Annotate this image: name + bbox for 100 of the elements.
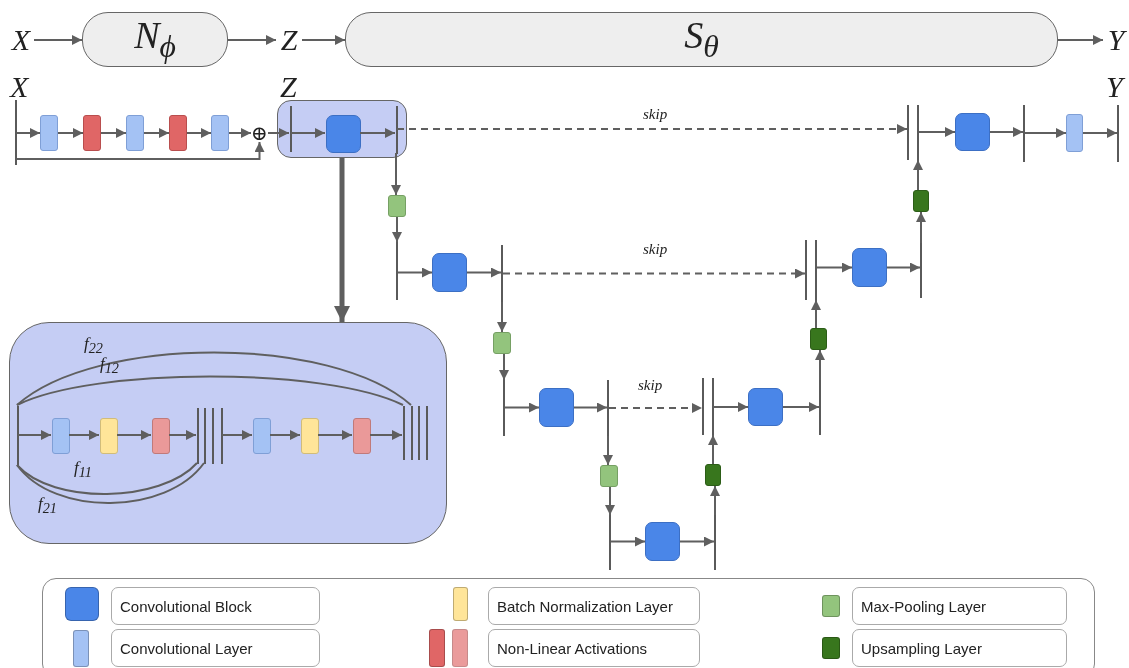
connector-curve xyxy=(16,462,198,495)
pooling-block xyxy=(388,195,406,217)
arrow xyxy=(916,211,926,244)
variable-label: Z xyxy=(276,22,302,58)
thick-arrow xyxy=(334,158,350,322)
activation-block-light xyxy=(152,418,170,454)
arrow xyxy=(497,301,507,333)
arrow xyxy=(989,127,1024,137)
arrow xyxy=(466,267,502,278)
arrow xyxy=(816,262,853,273)
upsampling-block xyxy=(913,190,929,212)
arrow xyxy=(290,128,326,138)
arrow xyxy=(227,35,277,45)
arrow xyxy=(1082,128,1118,138)
conv-layer-block xyxy=(126,115,144,151)
arrow xyxy=(16,128,41,138)
conv-layer-block xyxy=(211,115,229,151)
legend-label: Upsampling Layer xyxy=(852,629,1067,667)
arrow xyxy=(913,159,923,191)
arrow xyxy=(811,299,821,329)
arrow xyxy=(392,216,402,243)
edge-label: skip xyxy=(643,241,668,258)
pooling-block xyxy=(493,332,511,354)
arrow xyxy=(16,141,265,160)
pooling-block xyxy=(600,465,618,487)
arrow xyxy=(918,127,956,137)
legend-label: Convolutional Block xyxy=(111,587,320,625)
norm-block xyxy=(301,418,319,454)
arrow xyxy=(504,402,540,413)
arrow xyxy=(397,267,433,278)
edge-label: f$_{11}$ xyxy=(74,458,92,482)
arrow xyxy=(391,152,401,196)
variable-label: Z xyxy=(280,72,297,102)
edge-label: f$_{22}$ xyxy=(84,334,103,357)
arrow xyxy=(17,430,52,440)
arrow xyxy=(679,536,715,547)
legend-label: Batch Normalization Layer xyxy=(488,587,700,625)
arrow xyxy=(116,430,152,440)
upsampling-block xyxy=(705,464,721,486)
legend-label: Max-Pooling Layer xyxy=(852,587,1067,625)
skip-arrow xyxy=(396,124,908,134)
connector-curve xyxy=(16,351,412,406)
arrow xyxy=(886,262,921,273)
arrow xyxy=(815,349,825,381)
arrow xyxy=(708,434,718,465)
arrow xyxy=(603,435,613,466)
arrow xyxy=(100,128,127,138)
conv-block xyxy=(955,113,990,151)
arrow xyxy=(221,430,253,440)
edge-label: f$_{21}$ xyxy=(38,494,57,518)
arrow xyxy=(33,35,83,45)
norm-block xyxy=(100,418,118,454)
skip-arrow xyxy=(502,268,806,279)
conv-layer-block xyxy=(52,418,70,454)
arrow xyxy=(605,486,615,516)
variable-label: X xyxy=(8,22,34,58)
module-box: S$_{θ}$ xyxy=(345,12,1058,67)
activation-block xyxy=(83,115,101,151)
conv-block xyxy=(852,248,887,287)
skip-arrow xyxy=(608,403,703,413)
sum-symbol: ⊕ xyxy=(251,124,268,142)
arrow xyxy=(610,536,646,547)
conv-layer-block xyxy=(1066,114,1083,152)
variable-label: Y xyxy=(1103,22,1129,58)
conv-block xyxy=(748,388,783,426)
module-box: N$_{ϕ}$ xyxy=(82,12,228,67)
arrow xyxy=(143,128,170,138)
highlight-box xyxy=(277,100,407,158)
arrow xyxy=(359,128,396,138)
edge-label: f$_{12}$ xyxy=(100,354,119,378)
variable-label: X xyxy=(10,72,29,102)
arrow xyxy=(267,128,290,138)
arrow xyxy=(782,402,820,412)
edge-label: skip xyxy=(638,377,663,394)
connector-curve xyxy=(16,462,205,504)
arrow xyxy=(57,128,84,138)
arrow xyxy=(68,430,100,440)
conv-layer-block xyxy=(40,115,58,151)
expanded-view-panel xyxy=(9,322,447,544)
arrow xyxy=(301,35,346,45)
arrow xyxy=(186,128,212,138)
arrow xyxy=(269,430,301,440)
activation-block-light xyxy=(353,418,371,454)
conv-block xyxy=(326,115,361,153)
arrow xyxy=(713,402,749,412)
arrow xyxy=(228,128,252,138)
conv-layer-block xyxy=(253,418,271,454)
arrow xyxy=(499,353,509,381)
activation-block xyxy=(169,115,187,151)
arrow xyxy=(168,430,197,440)
arrow xyxy=(317,430,353,440)
edge-label: skip xyxy=(643,106,668,123)
arrow xyxy=(369,430,403,440)
legend-label: Non-Linear Activations xyxy=(488,629,700,667)
upsampling-block xyxy=(810,328,827,350)
arrow xyxy=(710,485,720,516)
legend-label: Convolutional Layer xyxy=(111,629,320,667)
conv-block xyxy=(645,522,680,561)
conv-block xyxy=(539,388,574,427)
arrow xyxy=(1024,128,1067,138)
